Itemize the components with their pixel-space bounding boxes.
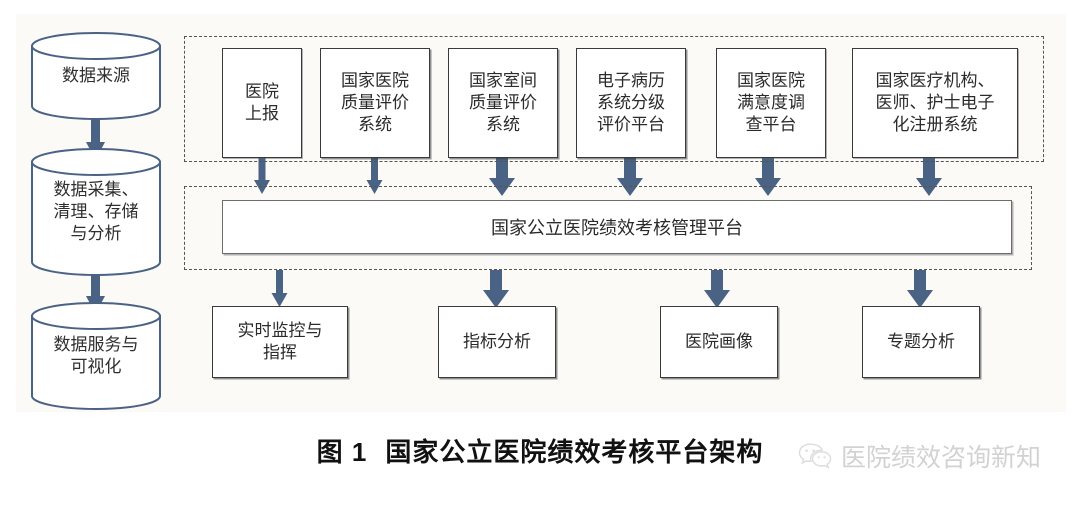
application-box-hospital-portrait[interactable]: 医院画像 bbox=[660, 306, 778, 378]
source-box-satisfaction-survey[interactable]: 国家医院 满意度调 查平台 bbox=[716, 48, 826, 158]
cylinder-shape bbox=[31, 148, 161, 276]
source-box-emr-grading[interactable]: 电子病历 系统分级 评价平台 bbox=[576, 48, 686, 158]
application-box-indicator-analysis[interactable]: 指标分析 bbox=[438, 306, 556, 378]
application-box-realtime-monitoring[interactable]: 实时监控与 指挥 bbox=[212, 306, 348, 378]
application-box-topic-analysis[interactable]: 专题分析 bbox=[862, 306, 980, 378]
figure-number: 图 1 bbox=[316, 437, 368, 467]
pipeline-stage-label: 数据来源 bbox=[62, 66, 130, 86]
figure-caption: 图 1 国家公立医院绩效考核平台架构 bbox=[0, 432, 1080, 469]
watermark: 医院绩效咨询新知 bbox=[798, 438, 1041, 474]
source-box-interlab-quality-eval[interactable]: 国家室间 质量评价 系统 bbox=[448, 48, 558, 158]
source-systems-group bbox=[184, 36, 1044, 162]
pipeline-stage-label: 数据采集、 清理、存储 与分析 bbox=[53, 180, 139, 243]
pipeline-stage-data-processing: 数据采集、 清理、存储 与分析 bbox=[30, 148, 162, 276]
source-box-e-registration[interactable]: 国家医疗机构、 医师、护士电子 化注册系统 bbox=[852, 48, 1018, 158]
source-box-hospital-report[interactable]: 医院 上报 bbox=[222, 48, 302, 158]
cylinder-shape bbox=[31, 302, 161, 410]
source-box-national-quality-eval[interactable]: 国家医院 质量评价 系统 bbox=[320, 48, 430, 158]
watermark-text: 医院绩效咨询新知 bbox=[841, 444, 1042, 472]
cylinder-shape bbox=[31, 32, 161, 120]
pipeline-stage-data-source: 数据来源 bbox=[30, 32, 162, 120]
figure-title: 国家公立医院绩效考核平台架构 bbox=[385, 437, 764, 467]
pipeline-stage-data-service: 数据服务与 可视化 bbox=[30, 302, 162, 410]
wechat-icon bbox=[798, 443, 832, 469]
national-performance-platform[interactable]: 国家公立医院绩效考核管理平台 bbox=[222, 200, 1012, 254]
pipeline-stage-label: 数据服务与 可视化 bbox=[53, 335, 139, 376]
platform-group bbox=[184, 186, 1032, 270]
